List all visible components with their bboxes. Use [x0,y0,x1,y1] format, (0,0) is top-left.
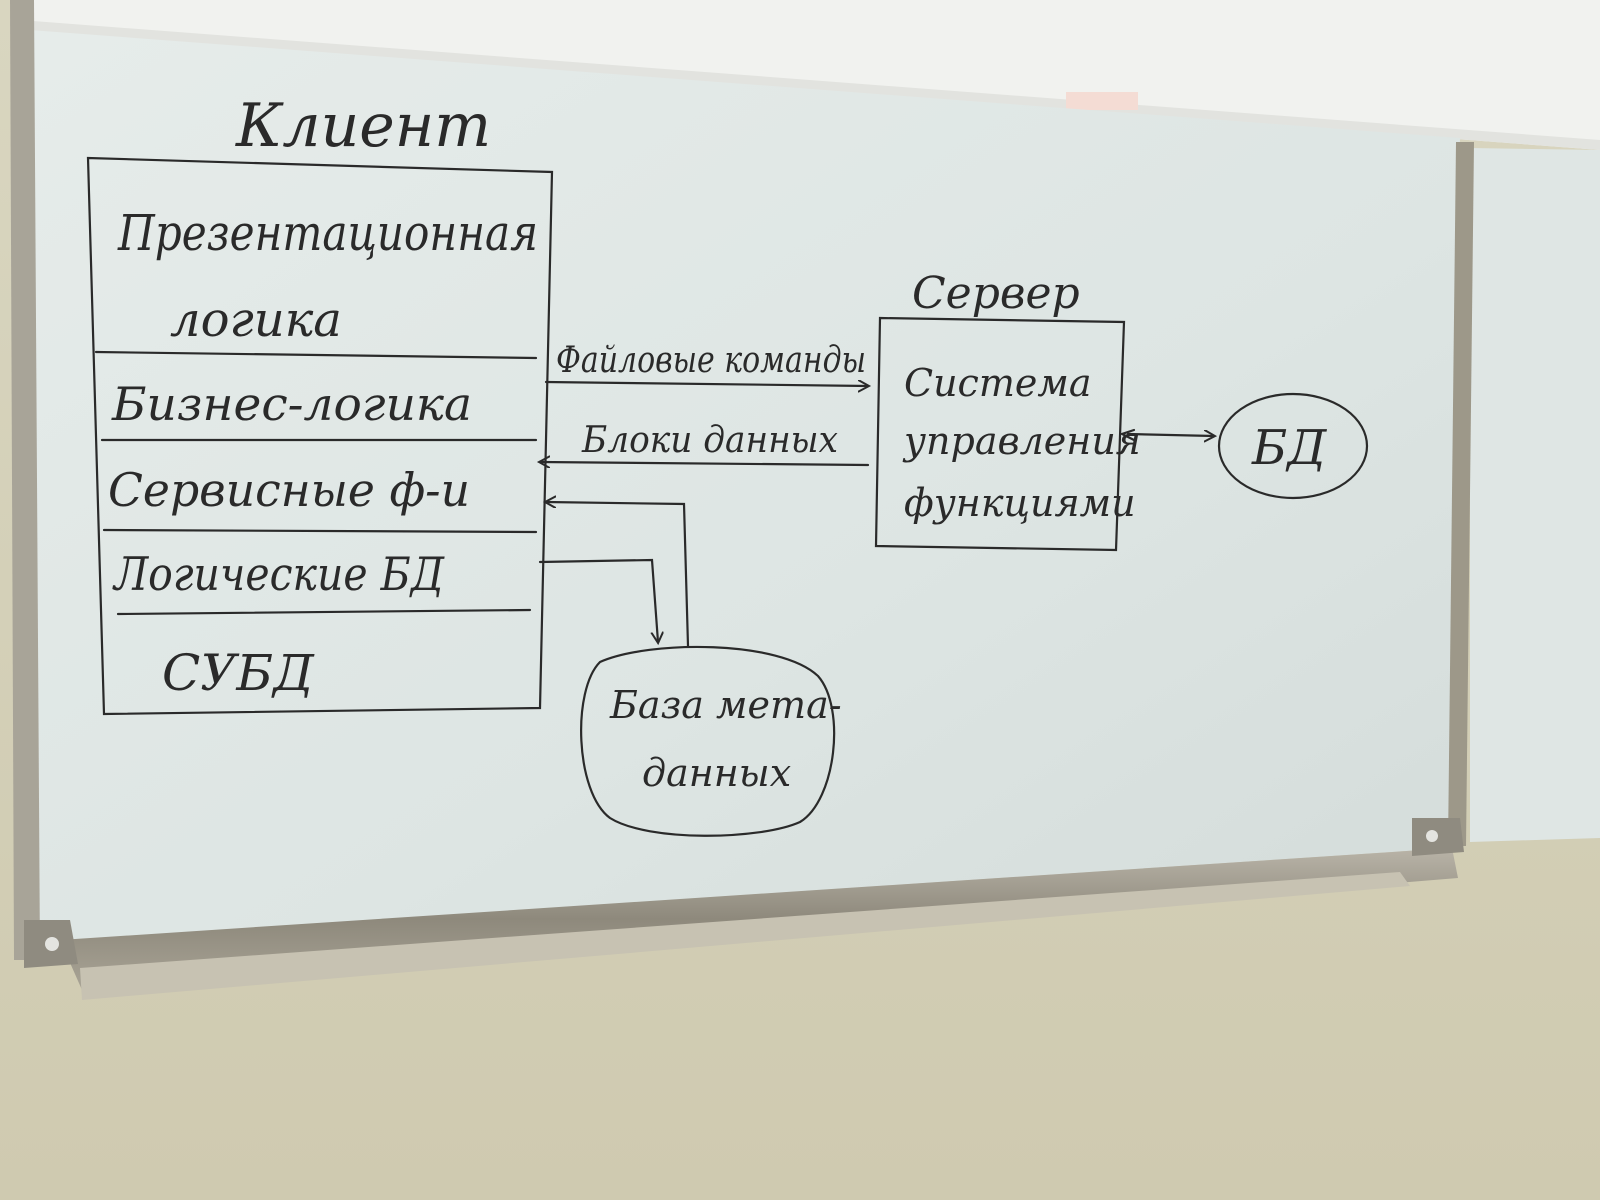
metadata-line2: данных [642,751,791,795]
client-title: Клиент [235,91,491,161]
client-divider-3 [102,528,538,534]
server-line2: управления [902,419,1141,463]
server-db-arrow-tail [1119,428,1136,442]
data-blocks-label: Блоки данных [581,420,838,461]
client-divider-4 [116,608,532,616]
client-layer-dbms: СУБД [162,644,315,702]
client-layer-service: Сервисные ф-и [108,463,470,517]
client-box [86,156,554,716]
screen-label-sticker [1066,92,1138,110]
server-box [874,316,1126,552]
right-corner-bracket [1412,818,1464,856]
file-commands-arrow [544,382,868,386]
file-commands-label: Файловые команды [556,340,866,381]
server-line3: функциями [904,481,1136,525]
metadata-line1: База мета- [609,683,842,727]
right-bracket-screw [1426,830,1438,842]
client-layer-logical-db: Логические БД [112,547,445,601]
client-to-metadata-arrow [538,558,658,642]
main-whiteboard [30,30,1460,942]
client-layer-presentation-line1: Презентационная [117,204,538,262]
db-label: БД [1251,420,1327,476]
board-left-frame [10,0,40,960]
client-layer-presentation-line2: логика [170,292,342,348]
metadata-to-client-arrow [546,502,690,648]
data-blocks-arrow [540,462,870,465]
server-db-arrow [1126,434,1214,436]
left-bracket-screw [45,937,59,951]
client-divider-1 [94,350,538,360]
metadata-blob [580,645,836,837]
architecture-diagram [86,156,1369,837]
marker-tray-lip [80,872,1410,1000]
server-line1: Система [904,361,1092,405]
client-layer-business: Бизнес-логика [111,377,472,431]
projector-screen-edge [20,20,1600,150]
board-right-frame [1448,142,1474,846]
right-board-panel [1470,148,1600,842]
db-ellipse [1217,392,1369,500]
server-title: Сервер [912,268,1080,319]
